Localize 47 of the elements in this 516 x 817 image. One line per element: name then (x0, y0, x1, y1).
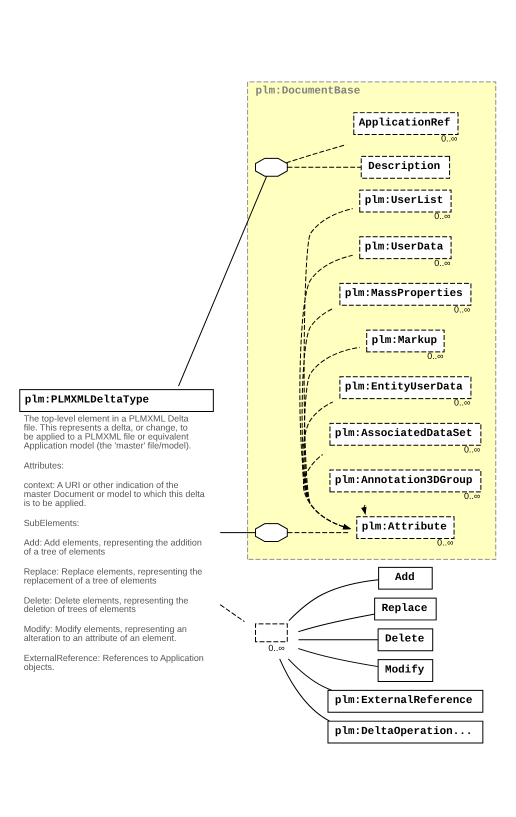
arrow (302, 308, 352, 530)
connector (220, 604, 245, 622)
node-label: Modify: Modify elements, representing an alteration to an attribute of an element. (24, 624, 187, 643)
node-label: 0..∞ (434, 258, 450, 268)
node-octagon (255, 523, 288, 542)
connector (298, 639, 378, 640)
node-label: 0..∞ (268, 642, 285, 653)
arrow (302, 401, 352, 530)
node-label: Attributes: (24, 460, 64, 470)
node-box: Replace (374, 598, 437, 620)
connector (178, 176, 267, 387)
connector (298, 614, 375, 632)
node-label: 0..∞ (441, 134, 458, 144)
connector (287, 166, 362, 168)
node-label: Replace: Replace elements, representing the replacement of a tree of elements (24, 566, 202, 586)
node-box: Add (378, 566, 433, 590)
node-label: Add: Add elements, representing the addition of a tree of elements (24, 538, 202, 557)
connector (220, 532, 256, 534)
node-box: plm:DeltaOperation... (327, 720, 484, 744)
connector (298, 648, 378, 668)
node-label: 0..∞ (434, 211, 450, 222)
node-label: 0..∞ (464, 444, 480, 454)
arrow (304, 208, 354, 530)
node-label: context: A URI or other indication of the master Document or model to which this delta is to be applied. (24, 480, 205, 508)
node-octagon (255, 158, 288, 177)
node-box: Delete (378, 628, 434, 652)
connector (288, 658, 332, 691)
node-label: ExternalReference: References to Application objects. (24, 652, 204, 672)
arrow (302, 454, 352, 530)
connector (287, 532, 350, 534)
node-label: 0..∞ (437, 538, 454, 548)
node-label: 0..∞ (427, 351, 444, 362)
node-box: Description (360, 156, 450, 179)
connector (288, 579, 379, 622)
node-label: SubElements: (24, 518, 80, 528)
connector (286, 144, 347, 164)
arrow (299, 254, 354, 530)
node-box: Modify (378, 659, 434, 682)
node-label: The top-level element in a PLMXML Delta file. This represents a delta, or change, to be applied to a PLMXML file or equivalent Application model (the 'master' file/model). (24, 414, 192, 450)
arrow (304, 346, 360, 530)
node-label: Delete: Delete elements, representing the deletion of trees of elements (24, 595, 188, 614)
node-label: 0..∞ (464, 491, 480, 502)
node-label: 0..∞ (454, 304, 470, 314)
arrow (361, 504, 367, 516)
node-box: plm:ExternalReference (327, 690, 484, 713)
connector (279, 658, 330, 722)
node-label: 0..∞ (454, 398, 470, 408)
